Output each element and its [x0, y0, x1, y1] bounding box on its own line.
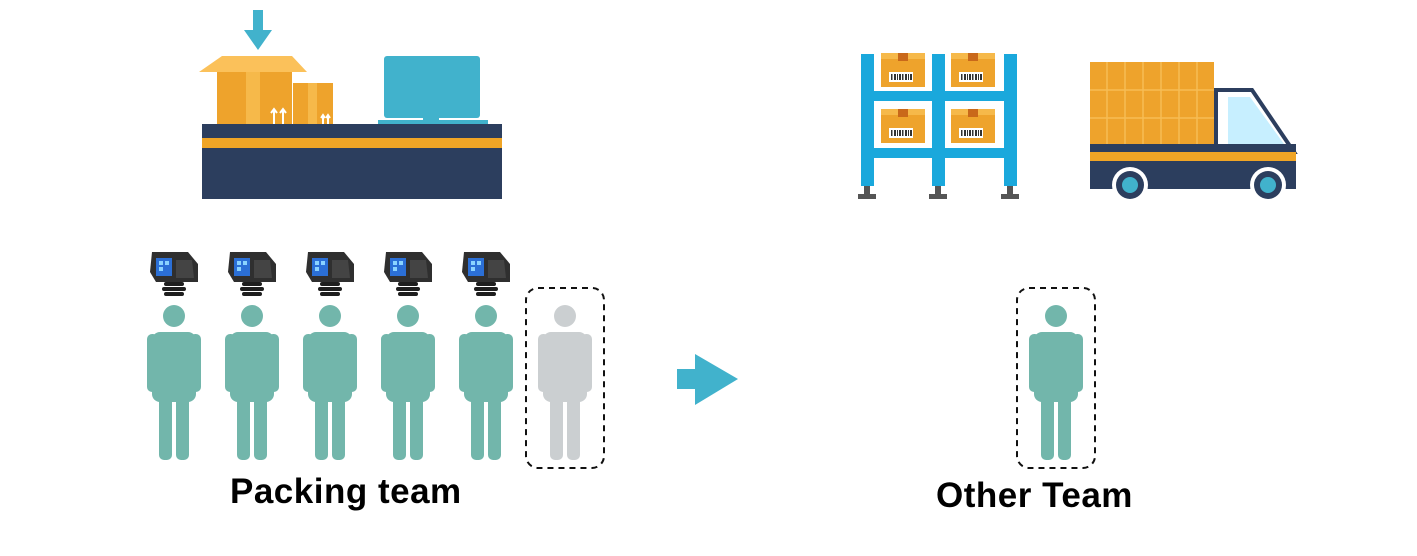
ring-scanner-icon [150, 252, 198, 296]
delivery-truck-icon [1090, 62, 1298, 203]
packing-team-label: Packing team [230, 472, 462, 511]
ring-scanner-icon [462, 252, 510, 296]
other-team-group [1016, 287, 1096, 469]
packing-station-icon [199, 10, 502, 199]
person-icon [1029, 305, 1083, 460]
ring-scanner-icon [228, 252, 276, 296]
person-icon [225, 305, 279, 460]
person-icon [303, 305, 357, 460]
warehouse-rack-icon [858, 53, 1019, 199]
packing-team-group [147, 252, 605, 469]
person-icon [538, 305, 592, 460]
moving-worker-highlight [525, 287, 605, 469]
other-team-label: Other Team [936, 476, 1133, 515]
ring-scanner-icon [384, 252, 432, 296]
person-icon [381, 305, 435, 460]
arrow-right-icon [677, 354, 738, 405]
person-icon [459, 305, 513, 460]
ring-scanner-icon [306, 252, 354, 296]
person-icon [147, 305, 201, 460]
